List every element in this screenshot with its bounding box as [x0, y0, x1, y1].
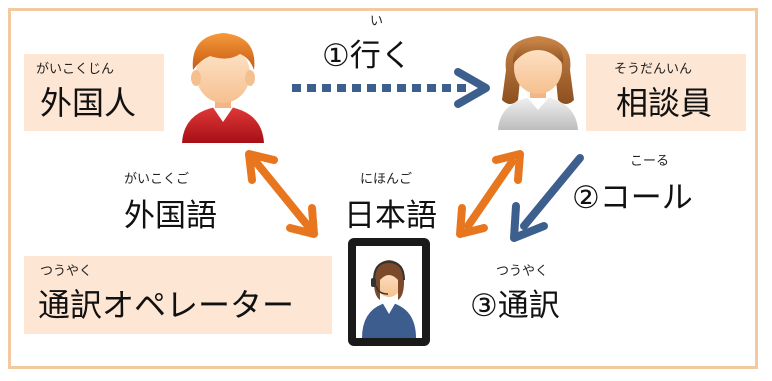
japanese-label: 日本語 — [344, 198, 437, 234]
foreigner-ruby: がいこくじん — [36, 62, 115, 77]
foreigner-box — [24, 54, 164, 131]
foreign-language-label: 外国語 — [124, 198, 217, 234]
tablet-operator-icon — [348, 238, 430, 346]
foreigner-label: 外国人 — [40, 84, 137, 122]
go-arrow-icon — [292, 68, 490, 108]
step3-label: ③通訳 — [470, 288, 560, 324]
japanese-arrow-icon — [456, 150, 524, 238]
step2-ruby: こーる — [630, 154, 670, 169]
step1-label: ①行く — [322, 38, 412, 74]
step1-ruby: い — [370, 14, 384, 29]
consultant-ruby: そうだんいん — [614, 62, 693, 77]
operator-box — [24, 256, 332, 334]
consultant-avatar-icon — [498, 36, 578, 130]
call-arrow-icon — [510, 154, 584, 242]
foreign-language-ruby: がいこくご — [124, 172, 190, 187]
step3-ruby: つうやく — [496, 264, 549, 279]
foreigner-avatar-icon — [182, 33, 264, 143]
japanese-ruby: にほんご — [360, 172, 413, 187]
foreign-language-arrow-icon — [245, 150, 318, 238]
consultant-box — [586, 54, 746, 131]
operator-ruby: つうやく — [40, 264, 93, 279]
consultant-label: 相談員 — [616, 84, 713, 122]
step2-label: ②コール — [572, 180, 693, 216]
operator-label: 通訳オペレーター — [38, 286, 295, 324]
